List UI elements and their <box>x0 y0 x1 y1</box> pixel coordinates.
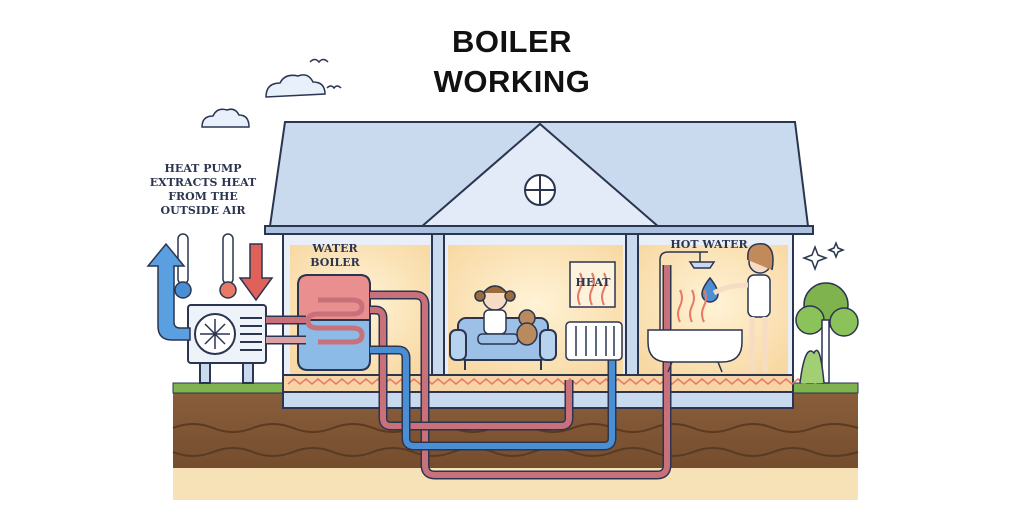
girl-figure <box>474 285 519 345</box>
cloud-icon <box>201 74 326 128</box>
title-line-1: BOILER <box>451 24 573 59</box>
birds-icon <box>309 58 342 90</box>
woman-figure <box>712 243 774 372</box>
bathtub <box>647 329 743 373</box>
water-boiler-label: WATER BOILER <box>310 242 360 269</box>
heat-window <box>569 261 616 308</box>
heat-pump-label: HEAT PUMP EXTRACTS HEAT FROM THE OUTSIDE… <box>149 162 257 217</box>
warm-air-arrow-icon <box>238 243 274 302</box>
hot-water-label: HOT WATER <box>670 238 748 251</box>
shower <box>659 251 716 340</box>
thermometer-icon <box>174 233 237 299</box>
radiator <box>565 321 623 361</box>
title-line-2: WORKING <box>433 64 591 99</box>
heat-pump-pipes <box>266 315 306 345</box>
cold-pipe <box>370 338 617 451</box>
heat-pump-unit <box>187 304 267 384</box>
hot-pipe <box>370 265 672 480</box>
heat-label: HEAT <box>575 276 611 289</box>
tree <box>795 282 859 384</box>
teddy-bear-icon <box>516 309 538 346</box>
sparkle-icon <box>801 240 846 272</box>
steam-icon <box>677 289 707 323</box>
water-boiler <box>297 274 371 371</box>
cold-air-arrow-icon <box>146 242 191 341</box>
